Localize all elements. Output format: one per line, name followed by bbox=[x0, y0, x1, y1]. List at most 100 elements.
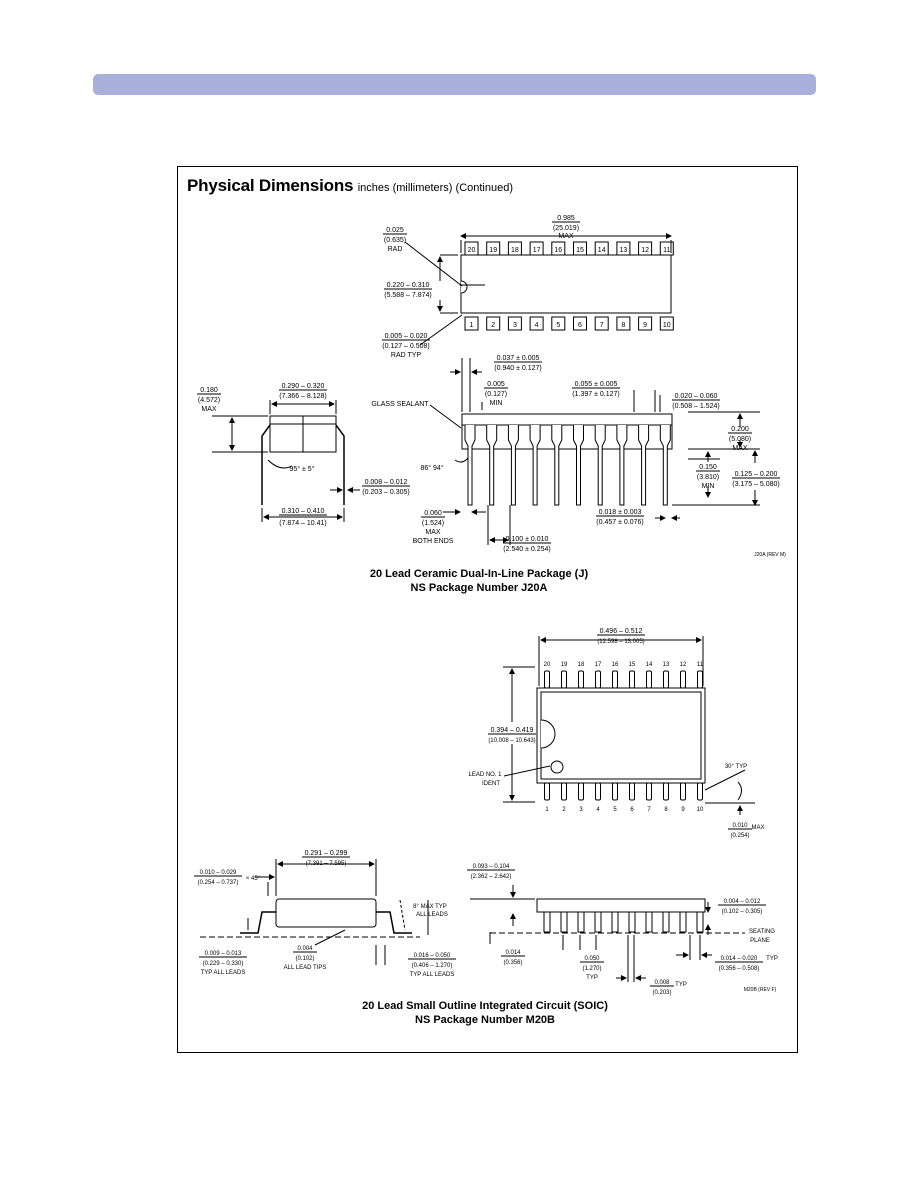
m20b-pin-top: 19 bbox=[561, 662, 568, 689]
j20a-sealant-label: GLASS SEALANT bbox=[371, 401, 429, 408]
m20b-max-in: 0.010 bbox=[732, 823, 748, 829]
j20a-pin-bottom: 3 bbox=[507, 316, 522, 331]
m20b-end-ch-in: 0.010 – 0.029 bbox=[200, 870, 237, 876]
m20b-max-note: MAX bbox=[751, 825, 764, 831]
j20a-side-view bbox=[429, 358, 760, 545]
j20a-pin-top: 18 bbox=[507, 241, 522, 256]
j20a-glass-sealant-layer bbox=[461, 413, 673, 426]
j20a-pin-bottom: 6 bbox=[573, 316, 587, 331]
m20b-pin-top: 20 bbox=[544, 662, 551, 689]
m20b-end-foot-in: 0.016 – 0.050 bbox=[414, 953, 451, 959]
m20b-side-lt-note: TYP bbox=[675, 982, 687, 988]
j20a-side-lead bbox=[573, 425, 584, 506]
j20a-corner-note: RAD TYP bbox=[391, 352, 422, 359]
m20b-side-st-mm: (0.356) bbox=[503, 960, 522, 966]
j20a-pin-number: 4 bbox=[535, 322, 539, 329]
m20b-end-view bbox=[200, 859, 429, 965]
m20b-side-lw-in: 0.014 – 0.020 bbox=[721, 956, 758, 962]
m20b-side-lt-mm: (0.203) bbox=[652, 990, 671, 996]
m20b-pin1-ident bbox=[550, 760, 564, 774]
m20b-length-mm: (12.598 – 13.005) bbox=[597, 639, 644, 645]
j20a-end-span-in: 0.310 – 0.410 bbox=[282, 508, 325, 515]
section-subtitle: inches (millimeters) (Continued) bbox=[357, 182, 514, 194]
m20b-pin-bottom: 6 bbox=[629, 782, 635, 813]
m20b-end-w-in: 0.291 – 0.299 bbox=[305, 850, 348, 857]
j20a-end-h-mm: (4.572) bbox=[198, 397, 220, 404]
j20a-side-lead bbox=[464, 425, 476, 506]
j20a-pin-top: 17 bbox=[529, 241, 544, 256]
j20a-pin-number: 2 bbox=[491, 322, 495, 329]
j20a-height-in: 0.200 bbox=[731, 426, 749, 433]
j20a-side-lead bbox=[594, 425, 606, 506]
j20a-pitch-in: 0.055 ± 0.005 bbox=[575, 381, 618, 388]
m20b-side-lead bbox=[628, 911, 636, 933]
m20b-pin-top: 14 bbox=[646, 662, 653, 689]
j20a-side-lead bbox=[551, 425, 563, 506]
drawing-frame bbox=[177, 166, 798, 1053]
j20a-side-lead bbox=[507, 425, 519, 506]
j20a-length-mm: (25.019) bbox=[553, 225, 579, 232]
j20a-length-in: 0.985 bbox=[557, 215, 575, 222]
j20a-pin-top: 11 bbox=[659, 241, 674, 256]
j20a-angle-label: 86° 94° bbox=[420, 464, 443, 472]
m20b-end-ch-mm: (0.254 – 0.737) bbox=[198, 880, 239, 886]
m20b-pin-bottom: 9 bbox=[680, 782, 686, 813]
j20a-height-mm: (5.080) bbox=[729, 436, 751, 443]
j20a-min-note: MIN bbox=[490, 400, 503, 407]
m20b-width-in: 0.394 – 0.419 bbox=[491, 727, 534, 734]
m20b-side-lw-note: TYP bbox=[766, 956, 778, 962]
j20a-pin-number: 10 bbox=[663, 322, 671, 329]
j20a-notch-in: 0.025 bbox=[386, 227, 404, 234]
j20a-pin-number: 7 bbox=[600, 322, 604, 329]
m20b-side-lead bbox=[594, 911, 602, 933]
m20b-pin-bottom: 10 bbox=[697, 782, 704, 813]
j20a-width-in: 0.220 – 0.310 bbox=[387, 282, 430, 289]
j20a-min-in: 0.005 bbox=[487, 381, 505, 388]
j20a-leadw-in: 0.018 ± 0.003 bbox=[599, 509, 642, 516]
m20b-pin-number: 4 bbox=[596, 807, 600, 813]
header-bar bbox=[93, 74, 816, 95]
j20a-pin-number: 13 bbox=[620, 247, 628, 254]
j20a-side-lead bbox=[616, 425, 628, 506]
j20a-pin-number: 11 bbox=[663, 247, 670, 254]
j20a-pin-number: 18 bbox=[511, 247, 519, 254]
m20b-pin-bottom: 4 bbox=[595, 782, 601, 813]
m20b-pin-bottom: 2 bbox=[561, 782, 567, 813]
j20a-pin-bottom: 8 bbox=[616, 316, 631, 331]
m20b-seat-1: SEATING bbox=[749, 929, 775, 935]
m20b-side-st-in: 0.014 bbox=[505, 950, 521, 956]
j20a-pin-number: 14 bbox=[598, 247, 606, 254]
j20a-width-mm: (5.588 – 7.874) bbox=[384, 292, 431, 299]
j20a-pin-bottom: 5 bbox=[551, 316, 566, 331]
j20a-pin-number: 6 bbox=[578, 322, 582, 329]
m20b-pin-top: 15 bbox=[629, 662, 636, 689]
j20a-pin-number: 1 bbox=[470, 322, 474, 329]
j20a-pin-bottom: 4 bbox=[529, 316, 544, 331]
m20b-side-p-in: 0.050 bbox=[584, 956, 600, 962]
j20a-pin-number: 16 bbox=[554, 247, 562, 254]
j20a-maxend-mm: (1.524) bbox=[422, 520, 444, 527]
j20a-rev: J20A (REV M) bbox=[754, 552, 786, 558]
m20b-angle: 30° TYP bbox=[725, 764, 747, 770]
m20b-seat-2: PLANE bbox=[750, 938, 770, 944]
j20a-pin-number: 9 bbox=[643, 322, 647, 329]
j20a-end-mm: (0.508 – 1.524) bbox=[672, 403, 719, 410]
j20a-pin-number: 20 bbox=[468, 247, 476, 254]
j20a-pin-bottom: 2 bbox=[486, 316, 501, 331]
j20a-pin-top: 12 bbox=[638, 241, 653, 256]
j20a-pin-top: 20 bbox=[464, 241, 479, 256]
j20a-leadw-mm: (0.457 ± 0.076) bbox=[596, 519, 643, 526]
m20b-side-lw-mm: (0.356 – 0.508) bbox=[719, 966, 760, 972]
j20a-notch-note: RAD bbox=[388, 246, 403, 253]
m20b-side-h-in: 0.093 – 0.104 bbox=[473, 864, 510, 870]
m20b-body-outline bbox=[536, 687, 706, 784]
m20b-pin-bottom: 1 bbox=[544, 782, 550, 813]
m20b-pin-number: 10 bbox=[697, 807, 704, 813]
m20b-end-t-mm: (0.229 – 0.330) bbox=[203, 961, 244, 967]
m20b-pin-number: 5 bbox=[613, 807, 617, 813]
j20a-pitch-mm: (1.397 ± 0.127) bbox=[572, 391, 619, 398]
m20b-side-so-in: 0.004 – 0.012 bbox=[724, 899, 761, 905]
j20a-corner-in: 0.005 – 0.020 bbox=[385, 333, 428, 340]
